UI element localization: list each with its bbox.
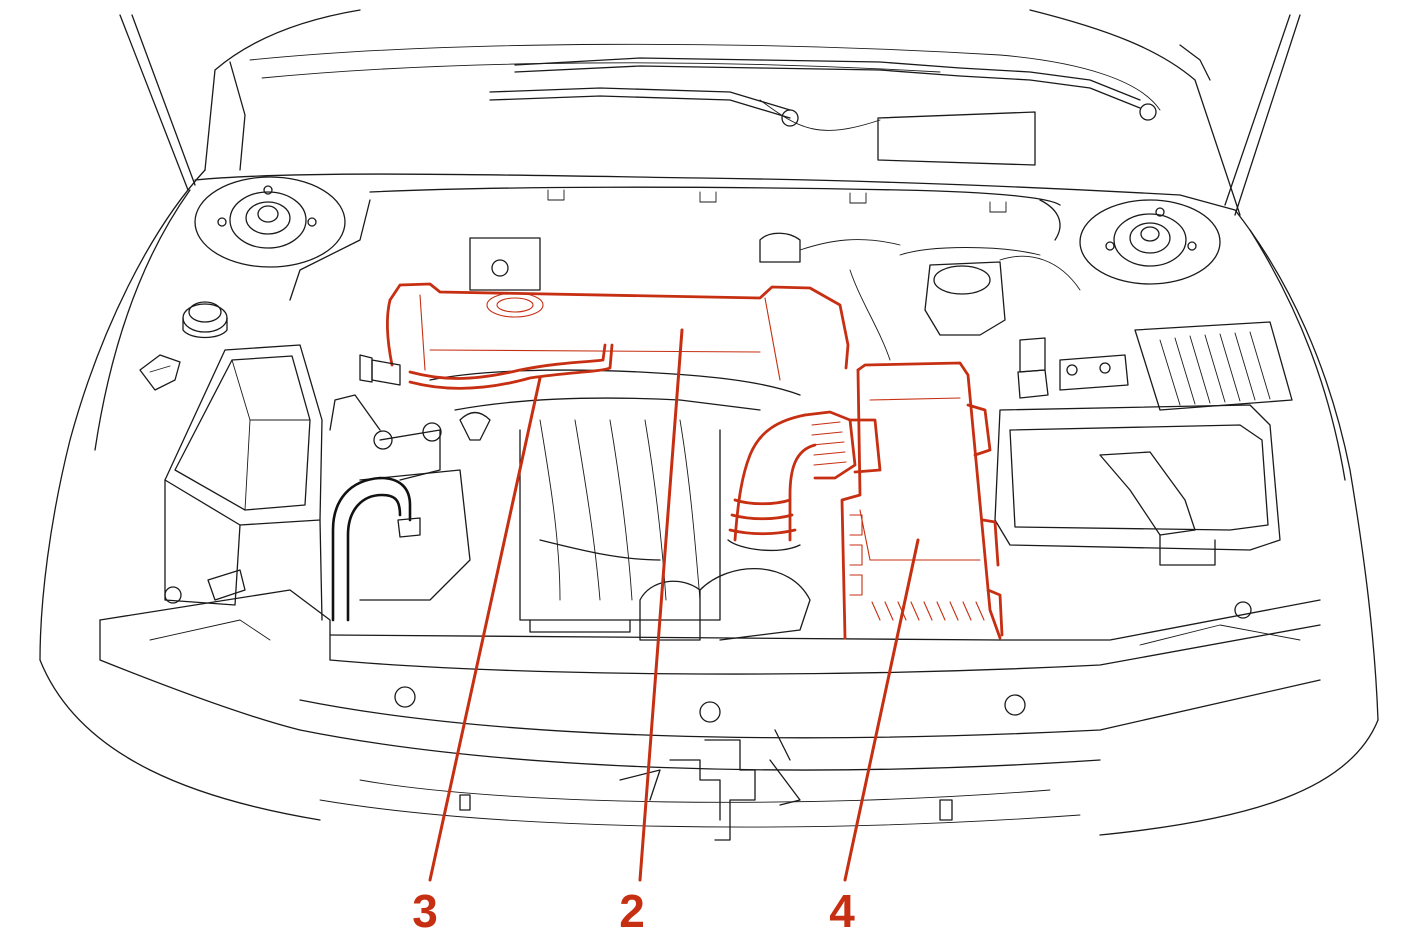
- relay-connector: [1017, 337, 1049, 399]
- callout-label-2: 2: [619, 885, 645, 937]
- leader-3: [428, 376, 542, 882]
- battery: [994, 354, 1281, 566]
- coolant-reservoir-cap: [182, 301, 228, 339]
- fuse-box: [164, 344, 323, 621]
- firewall: [194, 173, 1236, 301]
- right-strut-tower: [1079, 199, 1221, 285]
- callout-label-3: 3: [412, 885, 438, 937]
- leader-2: [638, 328, 684, 882]
- breather-hose-highlight: [359, 343, 614, 390]
- heater-hose: [331, 476, 421, 622]
- leader-4: [843, 538, 920, 882]
- engine-block: [329, 237, 811, 641]
- hood-latch: [619, 729, 801, 841]
- windshield-wipers: [489, 57, 1157, 166]
- air-filter-housing-highlight: [727, 361, 1004, 640]
- oil-cap: [139, 354, 181, 391]
- radiator-support: [99, 569, 1321, 828]
- callout-leaders: [428, 328, 920, 882]
- brake-fluid-reservoir: [759, 232, 1081, 361]
- engine-cover-highlight: [386, 282, 850, 381]
- fenders: [39, 169, 1379, 836]
- left-strut-tower: [194, 176, 346, 268]
- callout-label-4: 4: [829, 885, 855, 937]
- engine-control-module: [1134, 321, 1293, 411]
- open-hood: [119, 9, 1301, 216]
